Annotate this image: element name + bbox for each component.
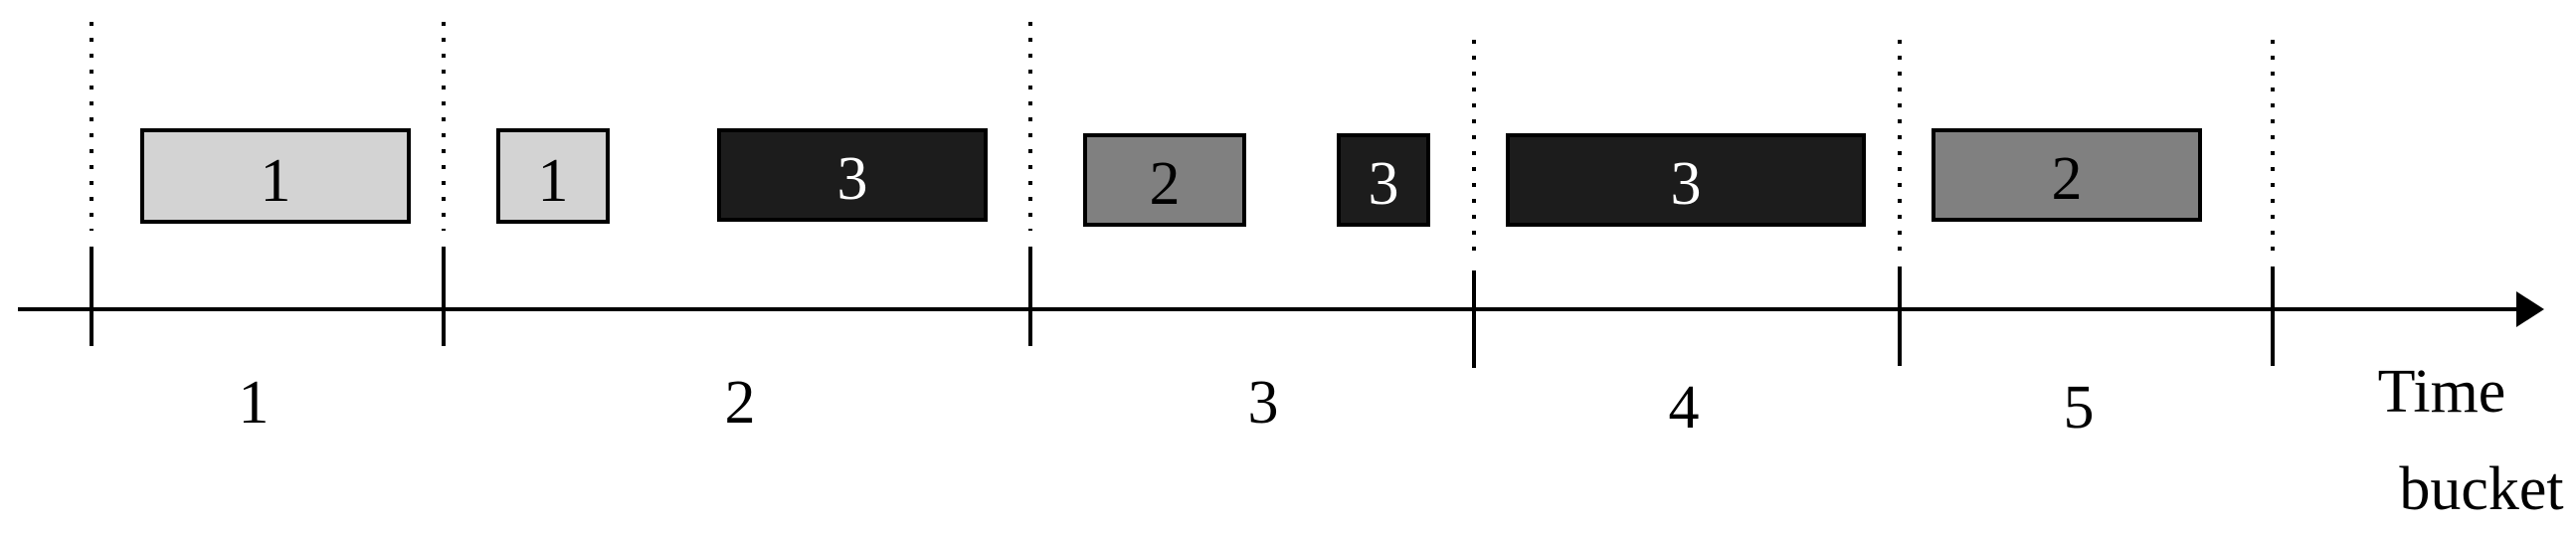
- task-block: 1: [140, 128, 411, 224]
- task-block-label: 3: [1671, 150, 1702, 218]
- axis-arrow-icon: [2516, 291, 2544, 327]
- task-block-label: 3: [1369, 150, 1399, 218]
- task-block-rect: [496, 128, 610, 224]
- bucket-label-4: 4: [1669, 374, 1700, 442]
- task-block: 3: [1337, 133, 1430, 227]
- task-block-rect: [1337, 133, 1430, 227]
- task-block: 3: [1506, 133, 1866, 227]
- task-block: 2: [1083, 133, 1246, 227]
- axis-caption-line1: Time: [2378, 358, 2506, 426]
- bucket-label-5: 5: [2064, 374, 2095, 442]
- task-block: 3: [717, 128, 988, 222]
- task-block-label: 2: [2052, 145, 2083, 213]
- axis-caption-line2: bucket: [2399, 455, 2563, 523]
- bucket-labels: 1 2 3 4 5: [239, 369, 2095, 442]
- task-block-label: 3: [837, 145, 868, 213]
- task-block-rect: [1932, 128, 2202, 222]
- bucket-label-3: 3: [1248, 369, 1279, 437]
- task-block-rect: [1506, 133, 1866, 227]
- task-block: 1: [496, 128, 610, 224]
- task-block-rect: [717, 128, 988, 222]
- task-block: 2: [1932, 128, 2202, 222]
- task-block-label: 1: [261, 147, 291, 215]
- task-block-rect: [1083, 133, 1246, 227]
- axis-caption: Time bucket: [2378, 358, 2564, 523]
- axis-ticks: [90, 247, 2275, 368]
- task-block-label: 1: [538, 147, 569, 215]
- time-axis: [18, 247, 2544, 368]
- task-block-label: 2: [1150, 150, 1181, 218]
- bucket-label-1: 1: [239, 369, 270, 437]
- bucket-label-2: 2: [725, 369, 756, 437]
- task-block-rect: [140, 128, 411, 224]
- task-blocks: 1 1 3 2 3 3 2: [140, 128, 2202, 227]
- bucket-boundary-guides: [90, 22, 2275, 261]
